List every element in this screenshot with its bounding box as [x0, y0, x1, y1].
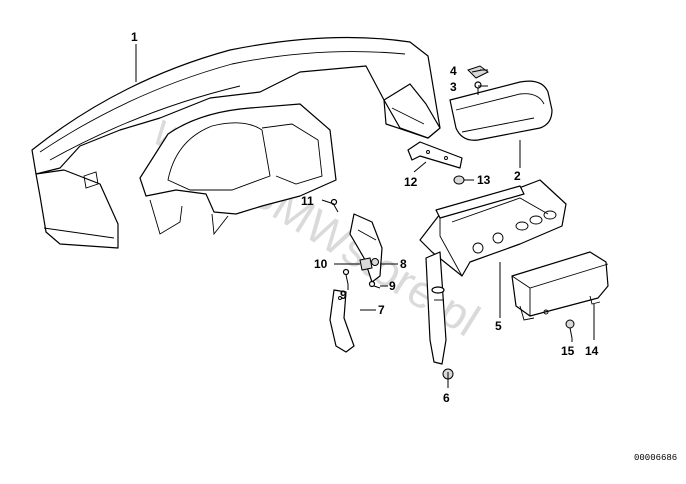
callout-10: 10: [314, 257, 328, 271]
screw-part-9b: [368, 280, 381, 289]
callout-12: 12: [404, 175, 418, 189]
mount-bracket-part: [349, 213, 383, 283]
callout-5: 5: [495, 319, 502, 333]
airbag-module-part: [511, 251, 609, 321]
clip-nut-part-10: [359, 257, 373, 271]
callout-15: 15: [561, 344, 575, 358]
callout-3: 3: [450, 80, 457, 94]
callout-14: 14: [585, 344, 599, 358]
callout-9a: 9: [340, 288, 347, 302]
nut-part: [453, 175, 465, 185]
document-number: 00006686: [634, 453, 677, 463]
callout-1: 1: [131, 30, 138, 44]
bolt-part-15: [565, 319, 575, 339]
callout-6: 6: [443, 391, 450, 405]
callout-4: 4: [450, 64, 457, 78]
callout-2: 2: [514, 169, 521, 183]
clip-part: [467, 65, 489, 79]
callout-7: 7: [378, 303, 385, 317]
callout-labels: 1 2 3 4 5 6 7 8 9 9 10 11 12 13 14 15: [131, 30, 599, 405]
callout-9b: 9: [389, 279, 396, 293]
bracket-strip-part: [407, 141, 463, 169]
support-strap-part: [329, 289, 355, 353]
callout-13: 13: [477, 173, 491, 187]
carrier-bracket-part: [419, 179, 567, 365]
screw-part-9a: [342, 268, 350, 285]
callout-8: 8: [400, 257, 407, 271]
dashboard-part: [31, 36, 441, 249]
glovebox-lid-part: [449, 80, 553, 141]
leader-lines: [135, 44, 595, 388]
callout-11: 11: [301, 194, 314, 208]
